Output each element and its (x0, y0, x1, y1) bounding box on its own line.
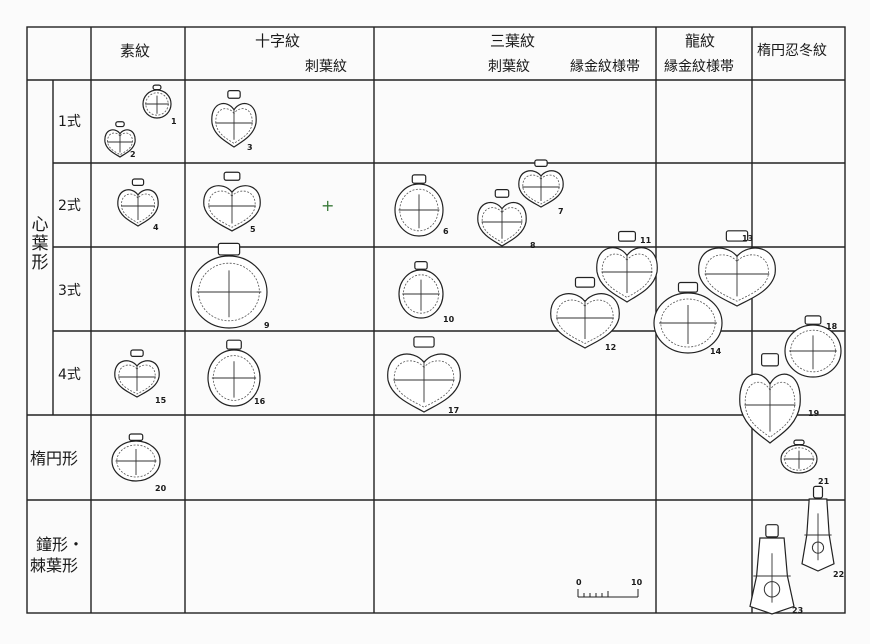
artifact-figure-12 (550, 276, 620, 349)
figure-number-10: 10 (443, 315, 455, 324)
artifact-figure-17 (387, 336, 461, 413)
artifact-figure-10 (398, 261, 444, 319)
scale-zero-label: 0 (576, 578, 582, 587)
artifact-figure-5 (203, 171, 261, 232)
row-label-type1: 1式 (58, 114, 81, 130)
row-label-type3: 3式 (58, 283, 81, 299)
figure-number-11: 11 (640, 236, 652, 245)
col-subheader-cross-thorn: 刺葉紋 (305, 59, 347, 75)
figure-number-8: 8 (530, 241, 536, 250)
artifact-figure-15 (114, 349, 160, 398)
figure-number-22: 22 (833, 570, 845, 579)
figure-number-4: 4 (153, 223, 159, 232)
row-label-type2: 2式 (58, 198, 81, 214)
col-header-oval-scroll: 楕円忍冬紋 (757, 43, 827, 59)
figure-number-19: 19 (808, 409, 820, 418)
figure-number-2: 2 (130, 150, 136, 159)
figure-number-15: 15 (155, 396, 167, 405)
figure-number-20: 20 (155, 484, 167, 493)
artifact-figure-9 (190, 242, 268, 329)
artifact-figure-14 (653, 281, 723, 354)
artifact-figure-13 (698, 230, 776, 307)
plus-mark: + (321, 196, 335, 215)
col-subheader-dragon-band: 縁金紋様帯 (664, 59, 734, 75)
figure-number-21: 21 (818, 477, 830, 486)
artifact-figure-22 (801, 485, 835, 572)
figure-number-3: 3 (247, 143, 253, 152)
col-header-cross: 十字紋 (255, 32, 301, 50)
figure-number-5: 5 (250, 225, 256, 234)
artifact-figure-21 (780, 439, 818, 474)
artifact-figure-4 (117, 178, 159, 227)
figure-number-7: 7 (558, 207, 564, 216)
artifact-figure-20 (111, 433, 161, 482)
artifact-figure-8 (477, 189, 527, 247)
figure-number-6: 6 (443, 227, 449, 236)
artifact-figure-19 (739, 353, 801, 444)
artifact-figure-11 (596, 230, 658, 303)
figure-number-18: 18 (826, 322, 838, 331)
col-header-dragon: 龍紋 (685, 32, 716, 50)
artifact-figure-18 (784, 315, 842, 378)
figure-number-1: 1 (171, 117, 177, 126)
scale-ten-label: 10 (631, 578, 643, 587)
row-label-type4: 4式 (58, 367, 81, 383)
artifact-figure-23 (749, 524, 795, 615)
row-group-heart: 心葉形 (31, 215, 49, 273)
row-label-bell-line1: 鐘形・ (36, 535, 85, 554)
figure-number-14: 14 (710, 347, 722, 356)
col-header-plain: 素紋 (120, 42, 151, 60)
col-header-trefoil: 三葉紋 (490, 32, 536, 50)
row-label-oval: 楕円形 (30, 449, 79, 468)
figure-number-23: 23 (792, 606, 804, 615)
row-label-bell-line2: 棘葉形 (30, 556, 79, 575)
col-subheader-trefoil-thorn: 刺葉紋 (488, 59, 530, 75)
figure-number-13: 13 (742, 234, 754, 243)
figure-number-17: 17 (448, 406, 460, 415)
artifact-figure-2 (104, 121, 136, 158)
artifact-figure-3 (211, 89, 257, 148)
artifact-figure-1 (142, 84, 172, 119)
col-subheader-trefoil-band: 縁金紋様帯 (570, 59, 640, 75)
artifact-figure-7 (518, 159, 564, 208)
figure-number-9: 9 (264, 321, 270, 330)
figure-number-12: 12 (605, 343, 617, 352)
artifact-figure-6 (394, 174, 444, 237)
figure-number-16: 16 (254, 397, 266, 406)
artifact-figure-16 (207, 339, 261, 407)
